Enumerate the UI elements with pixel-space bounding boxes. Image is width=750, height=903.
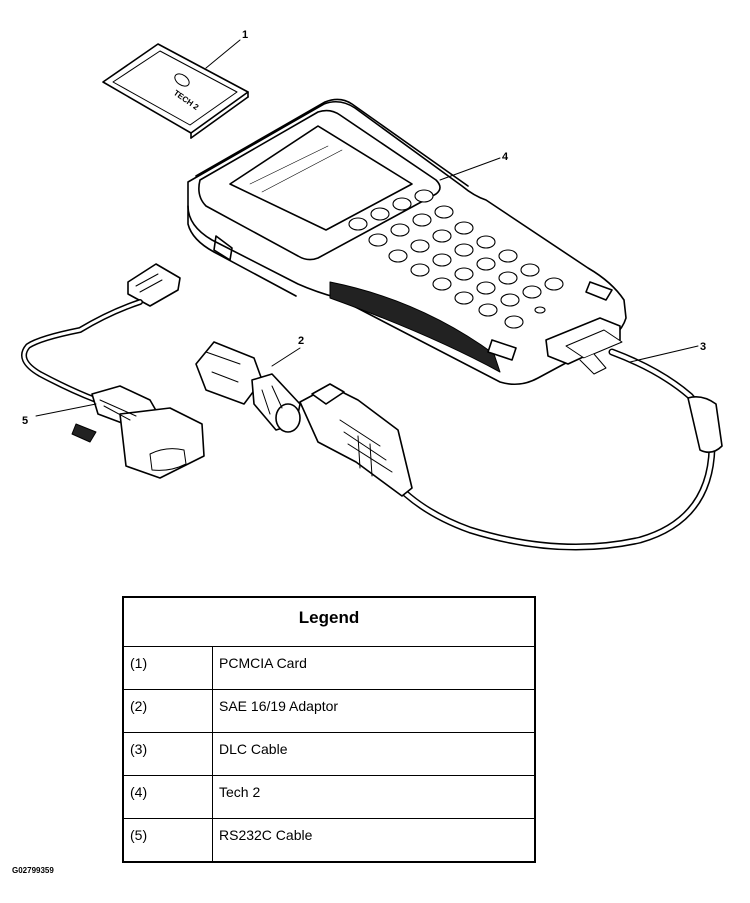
legend-table: Legend (1) PCMCIA Card (2) SAE 16/19 Ada… [122,596,536,863]
legend-row: (1) PCMCIA Card [122,646,536,690]
dlc-cable [299,348,723,551]
legend-title: Legend [122,596,536,647]
figure-id: G02799359 [12,866,54,875]
legend-number: (3) [122,732,213,776]
legend-label: RS232C Cable [212,818,536,863]
legend-label: Tech 2 [212,775,536,819]
legend-row: (5) RS232C Cable [122,818,536,863]
legend-label: SAE 16/19 Adaptor [212,689,536,733]
callout-3: 3 [700,341,706,353]
legend-row: (4) Tech 2 [122,775,536,819]
legend-number: (5) [122,818,213,863]
sae-adaptor [195,341,301,433]
tech2-diagram: TECH 2 [21,29,723,551]
legend-number: (2) [122,689,213,733]
callout-4: 4 [502,151,509,163]
legend-label: PCMCIA Card [212,646,536,690]
legend-row: (2) SAE 16/19 Adaptor [122,689,536,733]
legend-number: (4) [122,775,213,819]
callout-5: 5 [22,415,28,427]
legend-header-row: Legend [122,596,536,647]
rs232c-cable [21,263,205,479]
callout-1: 1 [242,29,248,41]
legend-label: DLC Cable [212,732,536,776]
pcmcia-card: TECH 2 [102,43,249,139]
legend-row: (3) DLC Cable [122,732,536,776]
legend-number: (1) [122,646,213,690]
tech2-scanner [187,98,627,386]
callout-2: 2 [298,335,304,347]
